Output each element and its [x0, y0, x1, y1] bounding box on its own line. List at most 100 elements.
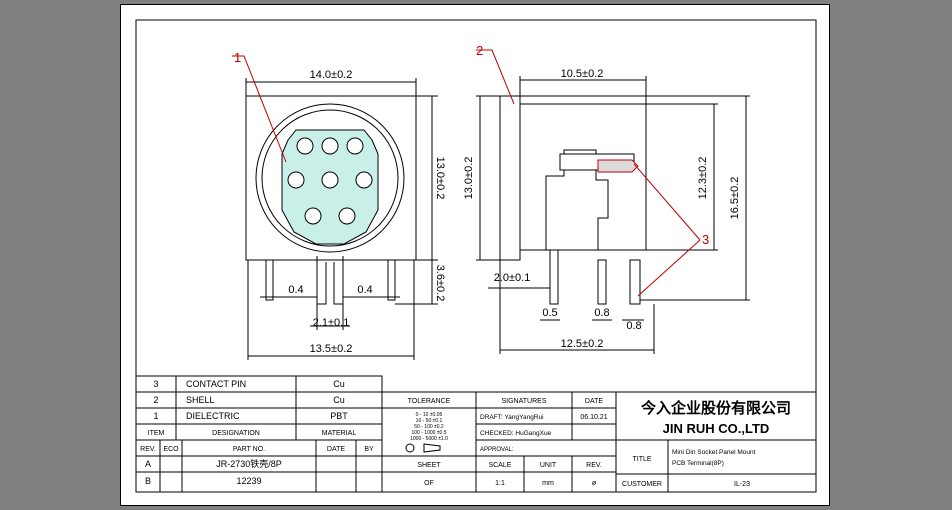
signatures-block: SIGNATURES DATE DRAFT: YangYangRui 06.10… [480, 398, 608, 453]
callout-leader-2 [476, 49, 515, 105]
bom-item: 1 [153, 411, 158, 421]
shell-outer-circle [255, 103, 405, 253]
front-pin-right [387, 259, 396, 301]
bom-designation: CONTACT PIN [186, 379, 246, 389]
contact-holes [287, 137, 373, 225]
contact-hole [321, 171, 339, 189]
rev-header-eco: ECO [163, 446, 179, 453]
checked-signature: CHECKED: HuGangXue [480, 430, 552, 437]
callout-leader-3 [633, 163, 701, 297]
customer-label: CUSTOMER [622, 481, 662, 488]
middle-block [381, 391, 617, 493]
side-pin-a [549, 249, 559, 305]
tolerance-line: 0 - 10 ±0.05 [416, 412, 443, 418]
drawing-number: IL-23 [734, 481, 750, 488]
rev-a: A [145, 459, 151, 469]
unit-value: mm [542, 480, 554, 487]
dim-front-height: 13.0±0.2 [434, 157, 446, 200]
dim-pin-c: 0.8 [626, 320, 641, 332]
tolerance-block: TOLERANCE 0 - 10 ±0.05 10 - 50 ±0.1 50 -… [408, 398, 451, 442]
title-line1: Mini Din Socket Panel Mount [672, 449, 756, 456]
draft-date: 06.10.21 [580, 414, 607, 421]
callout-leader-1 [232, 55, 287, 163]
outer-border [120, 4, 830, 506]
dim-pin-b: 0.8 [594, 307, 609, 319]
dim-side-inner-height: 12.3±0.2 [697, 157, 709, 200]
contact-hole [287, 171, 305, 189]
dim-front-width: 14.0±0.2 [310, 69, 353, 81]
tolerance-line: 1000 - 5000 ±1.0 [410, 436, 448, 442]
scale-label: SCALE [489, 462, 512, 469]
front-pin-left [265, 259, 274, 301]
dim-front-overall-width: 13.5±0.2 [310, 343, 353, 355]
sheet-value: OF [424, 480, 434, 487]
callout-1: 1 [234, 50, 241, 65]
date-label: DATE [585, 398, 603, 405]
callout-2: 2 [476, 43, 483, 58]
title-block [615, 391, 817, 493]
shell-inner-circle [261, 109, 399, 247]
rev-header-by: BY [364, 446, 374, 453]
front-center-tabs [316, 256, 344, 305]
bom-rows: 3 CONTACT PIN Cu 2 SHELL Cu 1 DIELECTRIC… [148, 379, 357, 437]
side-body-outline [519, 103, 647, 251]
dim-side-overall-height: 16.5±0.2 [729, 177, 741, 220]
signatures-label: SIGNATURES [502, 398, 547, 405]
contact-hole [296, 137, 314, 155]
rev-label: REV. [586, 462, 602, 469]
rev-header-rev: REV. [140, 446, 156, 453]
approval-label: APPROVAL: [480, 447, 514, 453]
dim-offset-left: 0.4 [288, 284, 303, 296]
tolerance-line: 100 - 1000 ±0.5 [412, 430, 447, 436]
contact-hole [355, 171, 373, 189]
rev-value: ø [592, 480, 597, 487]
tolerance-line: 10 - 50 ±0.1 [416, 418, 443, 424]
dim-pin-length: 3.6±0.2 [434, 265, 446, 302]
projection-symbol-cone [423, 443, 441, 453]
dim-side-body-height: 13.0±0.2 [463, 157, 475, 200]
bom-header-item: ITEM [148, 430, 165, 437]
front-body-outline [245, 95, 417, 261]
company-name-cn: 今入企业股份有限公司 [640, 399, 791, 417]
rev-header-part-no: PART NO. [233, 446, 265, 453]
title-line2: PCB Terminal(8P) [672, 460, 724, 467]
side-view [476, 49, 750, 354]
dim-side-overall-width: 12.5±0.2 [561, 338, 604, 350]
side-pin-b [597, 259, 607, 305]
callout-3: 3 [702, 232, 709, 247]
tolerance-label: TOLERANCE [408, 398, 451, 405]
rev-b: B [145, 476, 151, 486]
unit-label: UNIT [540, 462, 557, 469]
dim-center-pitch: 2.1±0.1 [313, 317, 350, 329]
side-flange [499, 95, 521, 261]
contact-hole [338, 207, 356, 225]
title-label: TITLE [632, 456, 651, 463]
bom-header-material: MATERIAL [322, 430, 357, 437]
drawing-sheet: 14.0±0.2 13.0±0.2 3.6±0.2 0.4 0.4 2.1±0.… [120, 4, 830, 506]
rev-header-date: DATE [327, 446, 345, 453]
technical-drawing: 14.0±0.2 13.0±0.2 3.6±0.2 0.4 0.4 2.1±0.… [120, 4, 830, 506]
dim-pin-a: 0.5 [542, 307, 557, 319]
contact-hole [346, 137, 364, 155]
bom-item: 2 [153, 395, 158, 405]
bom-material: PBT [330, 411, 348, 421]
contact-hole [304, 207, 322, 225]
contact-section-hatch [597, 159, 639, 173]
dim-side-pin-offset: 2.0±0.1 [494, 272, 531, 284]
title-frame [615, 391, 817, 493]
side-pin-c [629, 259, 641, 305]
bom-designation: SHELL [186, 395, 215, 405]
dim-offset-right: 0.4 [357, 284, 372, 296]
dim-side-top-width: 10.5±0.2 [561, 68, 604, 80]
rev-b-part-no: 12239 [236, 476, 261, 486]
bom-material: Cu [333, 379, 345, 389]
revision-rows: REV. ECO PART NO. DATE BY A JR-2730铁壳/8P… [140, 446, 374, 486]
bom-designation: DIELECTRIC [186, 411, 240, 421]
company-name-en: JIN RUH CO.,LTD [663, 421, 770, 436]
sheet-info: SHEET SCALE UNIT REV. OF 1:1 mm ø [417, 462, 602, 487]
rev-a-part-no: JR-2730铁壳/8P [216, 458, 282, 469]
bom-header-designation: DESIGNATION [212, 430, 260, 437]
scale-value: 1:1 [495, 480, 505, 487]
mid-frame [381, 391, 617, 493]
front-view [232, 55, 438, 360]
